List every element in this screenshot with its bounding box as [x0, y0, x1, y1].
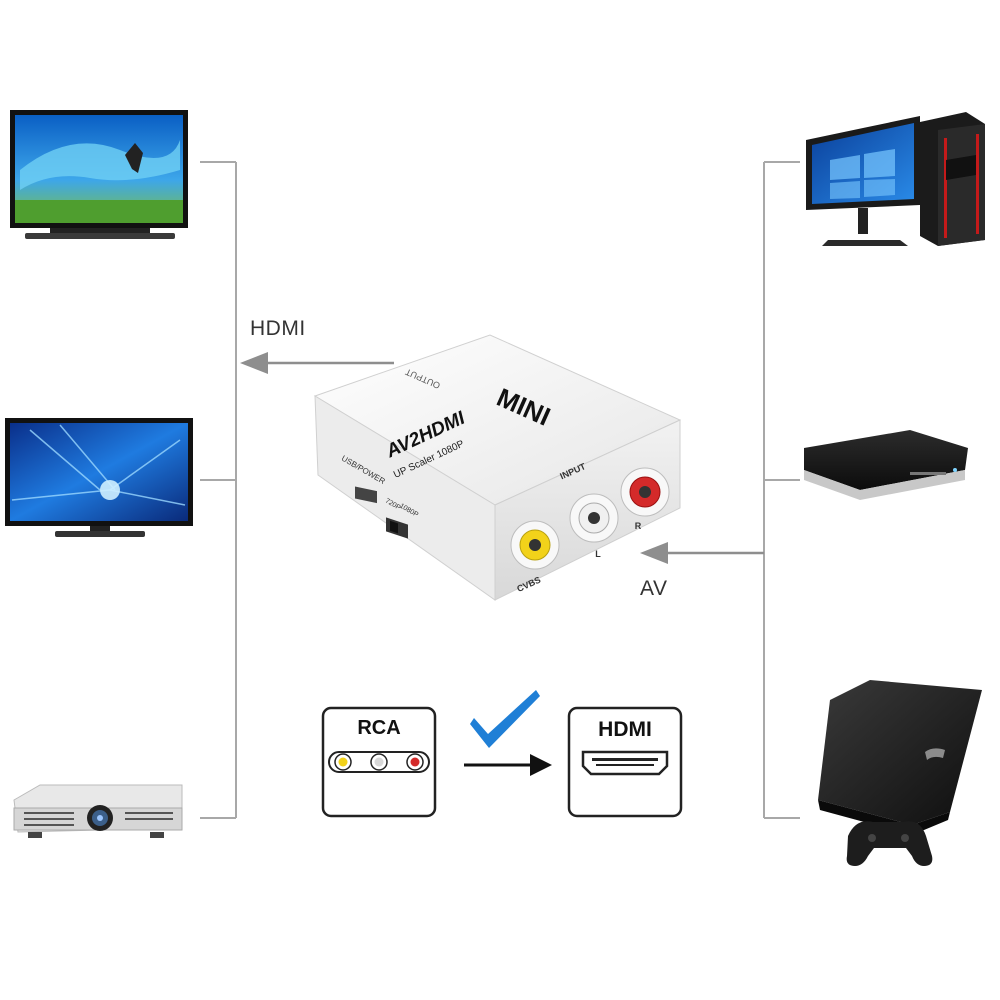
- game-console: [818, 680, 982, 866]
- jack-label-l: L: [595, 549, 601, 559]
- hdmi-output-arrow: [240, 352, 394, 374]
- av-label: AV: [640, 577, 668, 600]
- hdmi-port-icon: [581, 750, 669, 776]
- projector: [13, 784, 183, 838]
- rca-title: RCA: [357, 717, 400, 739]
- cvbs-jack: [510, 520, 560, 570]
- audio-left-jack: [569, 493, 619, 543]
- dvd-player: [804, 430, 968, 500]
- jack-label-r: R: [635, 521, 642, 531]
- tv-2: [5, 418, 193, 537]
- hdmi-label: HDMI: [250, 317, 306, 340]
- desktop-pc: [806, 112, 985, 246]
- left-bracket-lines: [200, 161, 237, 819]
- av-input-arrow: [640, 542, 764, 564]
- conversion-arrow: [464, 754, 552, 776]
- hdmi-icon-card: HDMI: [567, 706, 683, 818]
- av2hdmi-converter: MINI AV2HDMI UP Scaler 1080P OUTPUT INPU…: [313, 334, 682, 601]
- audio-right-jack: [620, 467, 670, 517]
- check-mark-icon: [470, 690, 540, 748]
- right-bracket-lines: [763, 161, 800, 819]
- tv-1: [10, 110, 188, 239]
- rca-icon-card: RCA: [321, 706, 437, 818]
- hdmi-title: HDMI: [598, 718, 652, 741]
